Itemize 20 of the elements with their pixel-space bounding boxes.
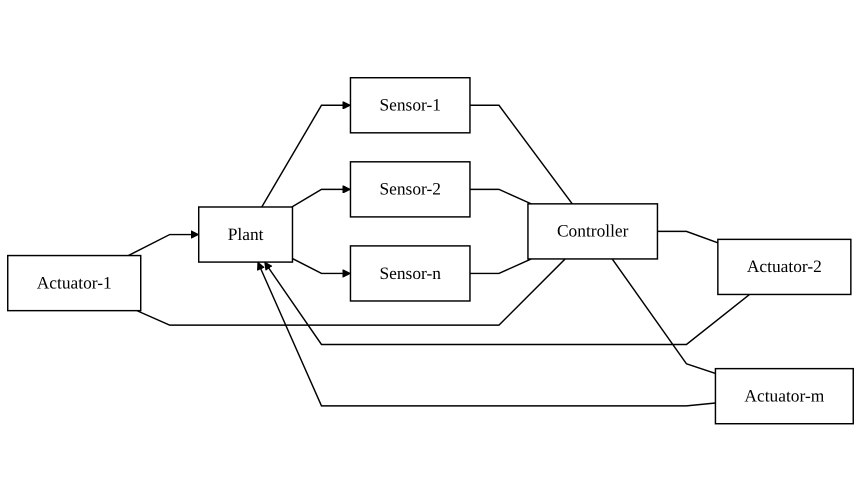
connector bbox=[470, 258, 532, 274]
arrow bbox=[257, 262, 716, 407]
arrow bbox=[292, 258, 351, 278]
connector bbox=[612, 258, 716, 374]
node-box: Plant bbox=[198, 206, 294, 264]
arrow bbox=[264, 262, 750, 346]
node-box: Actuator-1 bbox=[7, 255, 142, 312]
node-box: Actuator-m bbox=[714, 368, 854, 425]
connector bbox=[470, 104, 573, 205]
node-box: Sensor-n bbox=[350, 245, 471, 302]
node-box: Sensor-1 bbox=[350, 77, 471, 134]
node-box: Actuator-2 bbox=[717, 238, 852, 296]
arrow bbox=[261, 101, 351, 208]
node-box: Controller bbox=[527, 203, 658, 260]
connector bbox=[657, 230, 718, 244]
connector bbox=[136, 258, 566, 326]
arrow bbox=[291, 185, 351, 208]
arrow bbox=[128, 230, 200, 256]
connector bbox=[470, 188, 532, 205]
node-box: Sensor-2 bbox=[350, 161, 471, 218]
